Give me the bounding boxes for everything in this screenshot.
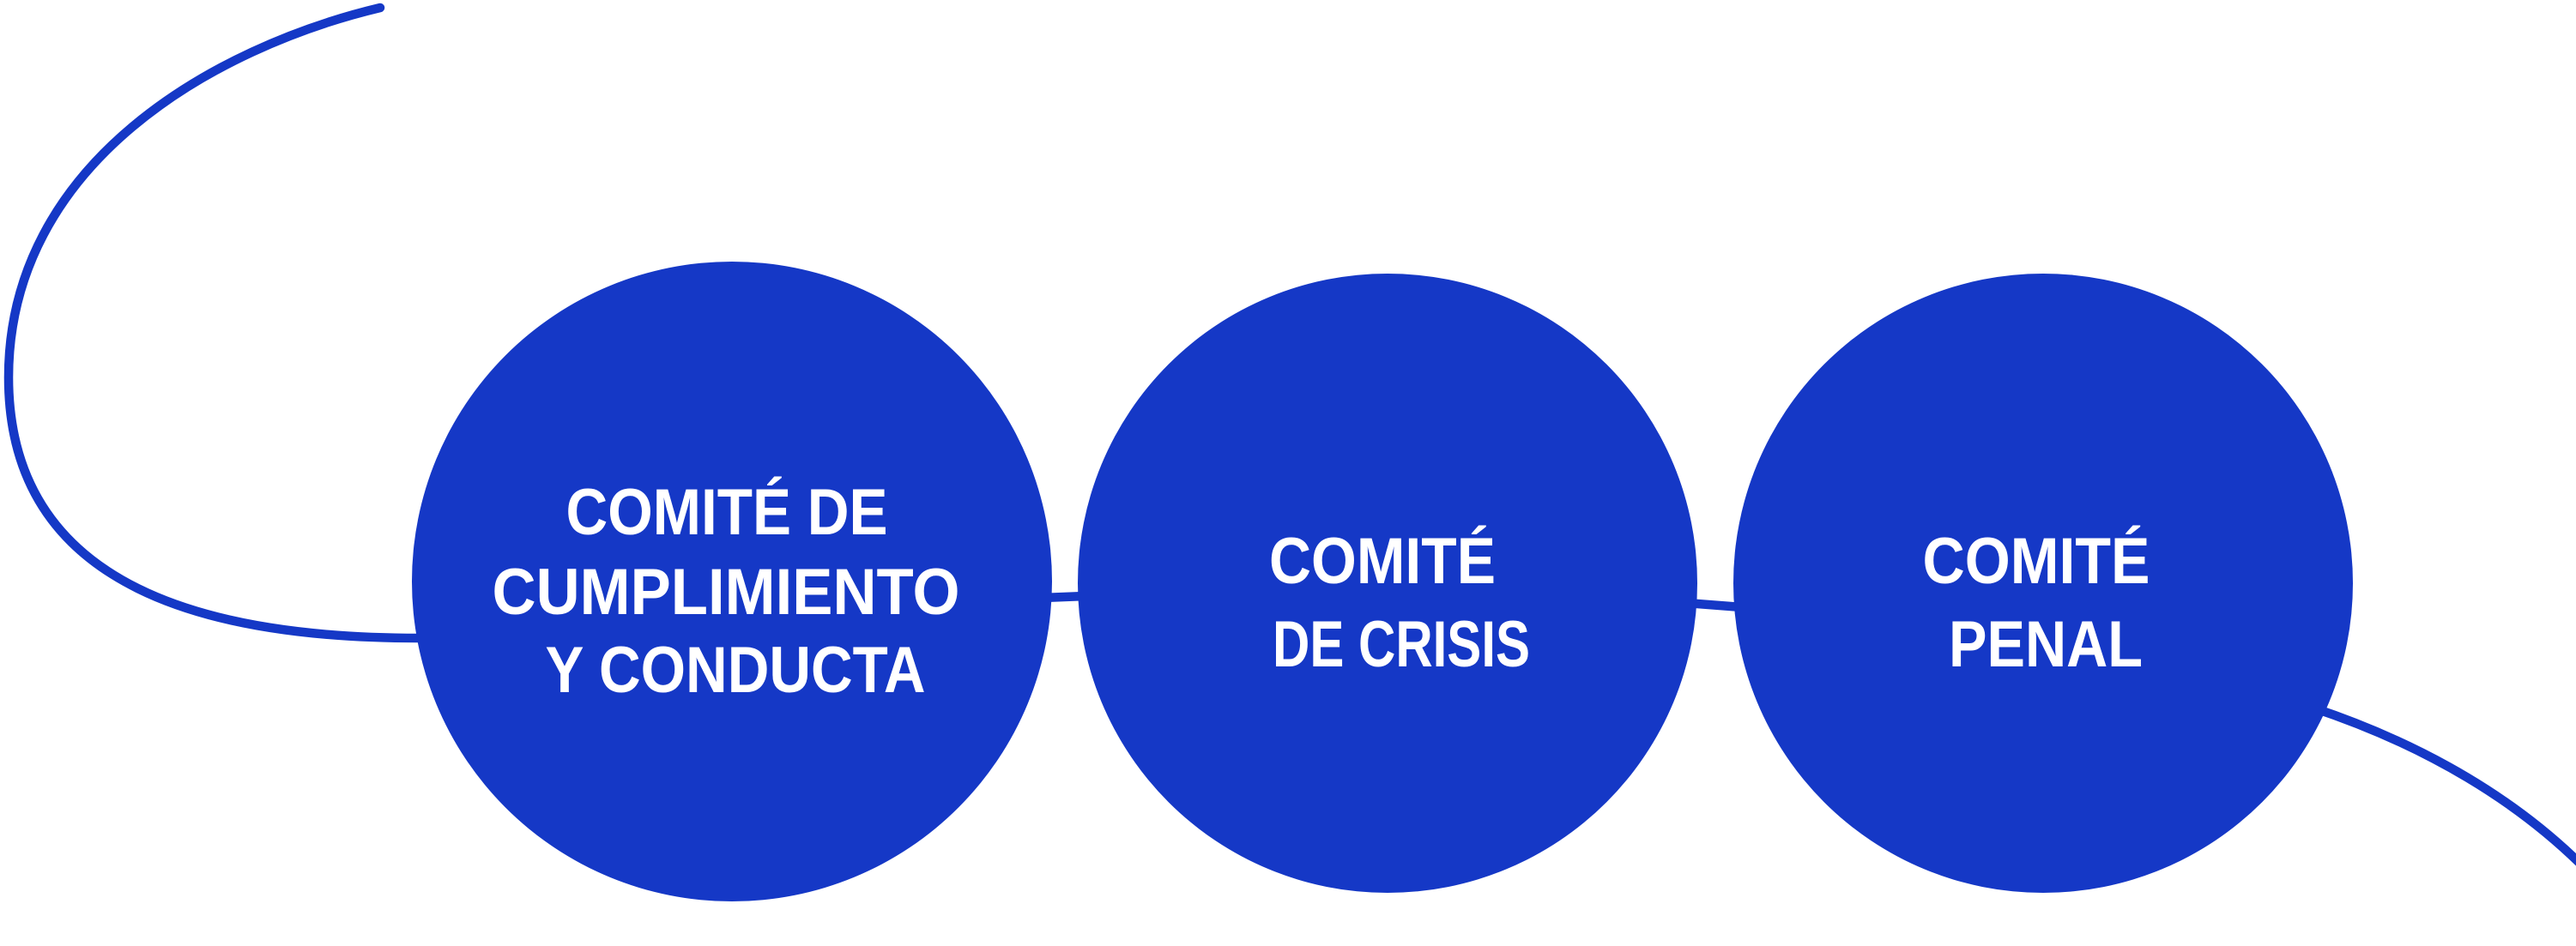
- node-label-line: COMITÉ: [1923, 525, 2150, 598]
- node-label-line: CUMPLIMIENTO: [493, 556, 960, 629]
- node-label-line: COMITÉ: [1269, 525, 1496, 598]
- node-label-line: COMITÉ DE: [566, 476, 888, 549]
- node-comite-penal: COMITÉ PENAL: [1733, 274, 2353, 893]
- node-comite-crisis: COMITÉ DE CRISIS: [1078, 274, 1697, 893]
- node-label-line: DE CRISIS: [1273, 608, 1530, 681]
- node-comite-cumplimiento: COMITÉ DE CUMPLIMIENTO Y CONDUCTA: [412, 262, 1052, 901]
- right-swoosh-line: [2307, 702, 2576, 866]
- left-swoosh-line: [3, 3, 430, 643]
- node-circle: [412, 262, 1052, 901]
- node-label-line: Y CONDUCTA: [546, 634, 926, 707]
- node-label-line: PENAL: [1949, 608, 2143, 681]
- node-circle: [1733, 274, 2353, 893]
- node-circle: [1078, 274, 1697, 893]
